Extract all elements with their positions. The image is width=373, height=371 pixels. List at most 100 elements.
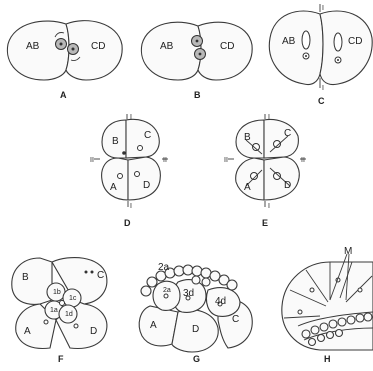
cell-label-c: C — [232, 314, 239, 325]
cell-label-b: B — [22, 272, 29, 283]
cell-label-cd: CD — [220, 41, 234, 52]
panel-b: AB CD B — [140, 21, 253, 100]
cell-cd — [65, 20, 123, 81]
rotation-arrow — [70, 56, 81, 62]
micromere-label-1d: 1d — [65, 311, 73, 318]
micromere — [58, 304, 78, 324]
nucleus — [73, 323, 79, 329]
cell-label-ab: AB — [26, 41, 40, 52]
cell-c — [125, 118, 160, 159]
cell-boundary — [339, 261, 353, 299]
nucleus — [117, 173, 123, 179]
nucleus — [43, 319, 49, 325]
cell-boundary — [305, 269, 329, 303]
mesoderm-band — [297, 311, 373, 327]
panel-caption-f: F — [58, 354, 64, 364]
axis-mark-i-top: I — [322, 5, 324, 12]
axis-mark-i-top: I — [268, 114, 270, 121]
cell-label-cd: CD — [348, 36, 362, 47]
cell-label-3d: 3d — [183, 288, 194, 299]
axis-mark-ii-left: II — [224, 157, 228, 164]
panel-a: AB CD A — [6, 20, 123, 100]
cell-label-a: A — [110, 182, 117, 193]
nucleus — [309, 287, 315, 293]
cell-label-c: C — [144, 130, 151, 141]
marker-line — [345, 253, 350, 301]
panel-caption-c: C — [318, 96, 325, 106]
spindle — [301, 30, 311, 50]
cell-a — [235, 157, 265, 201]
rotation-arrow — [54, 32, 65, 38]
nucleolus — [59, 42, 63, 46]
cell-a — [138, 305, 179, 347]
nucleus — [297, 309, 303, 315]
cell-label-a: A — [24, 326, 31, 337]
micromere-label-2a-inner: 2a — [163, 287, 171, 294]
micromere-label-2a-outer: 2a — [158, 262, 170, 273]
spindle-arrow — [269, 167, 291, 187]
micromere-label-1c: 1c — [69, 295, 77, 302]
micromere-label-1a: 1a — [50, 307, 58, 314]
axis-mark-ii-left: II — [90, 157, 94, 164]
axis-mark-i-bottom: I — [268, 203, 270, 210]
marker-line — [329, 253, 348, 301]
cell-c — [263, 118, 299, 159]
cell-label-b: B — [244, 132, 251, 143]
nucleolus — [305, 55, 307, 57]
embryo-outline — [281, 261, 373, 351]
cell-label-cd: CD — [91, 41, 105, 52]
nucleus — [163, 293, 169, 299]
nucleus — [137, 145, 143, 151]
nucleus — [273, 172, 281, 180]
spindle — [333, 32, 343, 52]
nucleus — [90, 270, 94, 274]
micromere-cap — [140, 264, 238, 297]
cell-label-a: A — [150, 320, 157, 331]
cell-label-b: B — [112, 136, 119, 147]
cell-label-4d: 4d — [215, 296, 226, 307]
panel-e: I I II II B C A D E — [224, 114, 306, 228]
panel-caption-d: D — [124, 218, 131, 228]
spindle-arrow — [245, 139, 263, 155]
nucleus — [357, 287, 363, 293]
nucleolus — [195, 39, 199, 43]
nucleus — [84, 270, 88, 274]
nucleus — [217, 301, 223, 307]
panel-h: M H — [281, 246, 373, 364]
cell-d — [171, 309, 219, 353]
panel-caption-g: G — [193, 354, 200, 364]
nucleus — [59, 300, 65, 306]
axis-mark-ii-right: II — [163, 157, 167, 164]
cell-label-ab: AB — [160, 41, 174, 52]
cell-label-c: C — [97, 270, 104, 281]
cell-a — [101, 157, 129, 201]
nucleus — [122, 151, 126, 155]
cell-label-ab: AB — [282, 36, 296, 47]
cell-boundary — [289, 289, 327, 307]
micromere-label-1b: 1b — [53, 289, 61, 296]
cell-cd — [319, 10, 373, 86]
panel-caption-a: A — [60, 90, 67, 100]
panel-c: I I AB CD C — [268, 4, 373, 106]
nucleus — [185, 295, 191, 301]
cell-label-d: D — [90, 326, 97, 337]
panel-f: 1b 1c 1a 1d B C A D F — [11, 257, 108, 364]
panel-caption-b: B — [194, 90, 201, 100]
spindle-arrow — [269, 135, 289, 153]
axis-mark-i-bottom: I — [322, 85, 324, 92]
nucleus — [134, 171, 140, 177]
nucleolus — [71, 47, 75, 51]
axis-mark-ii-right: II — [301, 157, 305, 164]
panel-d: I I II II B C A D D — [90, 114, 168, 228]
cell-label-c: C — [284, 128, 291, 139]
axis-mark-i-top: I — [130, 114, 132, 121]
panel-caption-h: H — [324, 354, 331, 364]
endoderm-cells — [301, 312, 373, 347]
cell-label-d: D — [143, 180, 150, 191]
nucleus — [273, 140, 281, 148]
cell-b — [11, 257, 53, 305]
cell-label-a: A — [244, 182, 251, 193]
marker-label-m: M — [344, 246, 352, 257]
panel-g: 2a 2a 3d 4d A D C G — [138, 262, 253, 364]
